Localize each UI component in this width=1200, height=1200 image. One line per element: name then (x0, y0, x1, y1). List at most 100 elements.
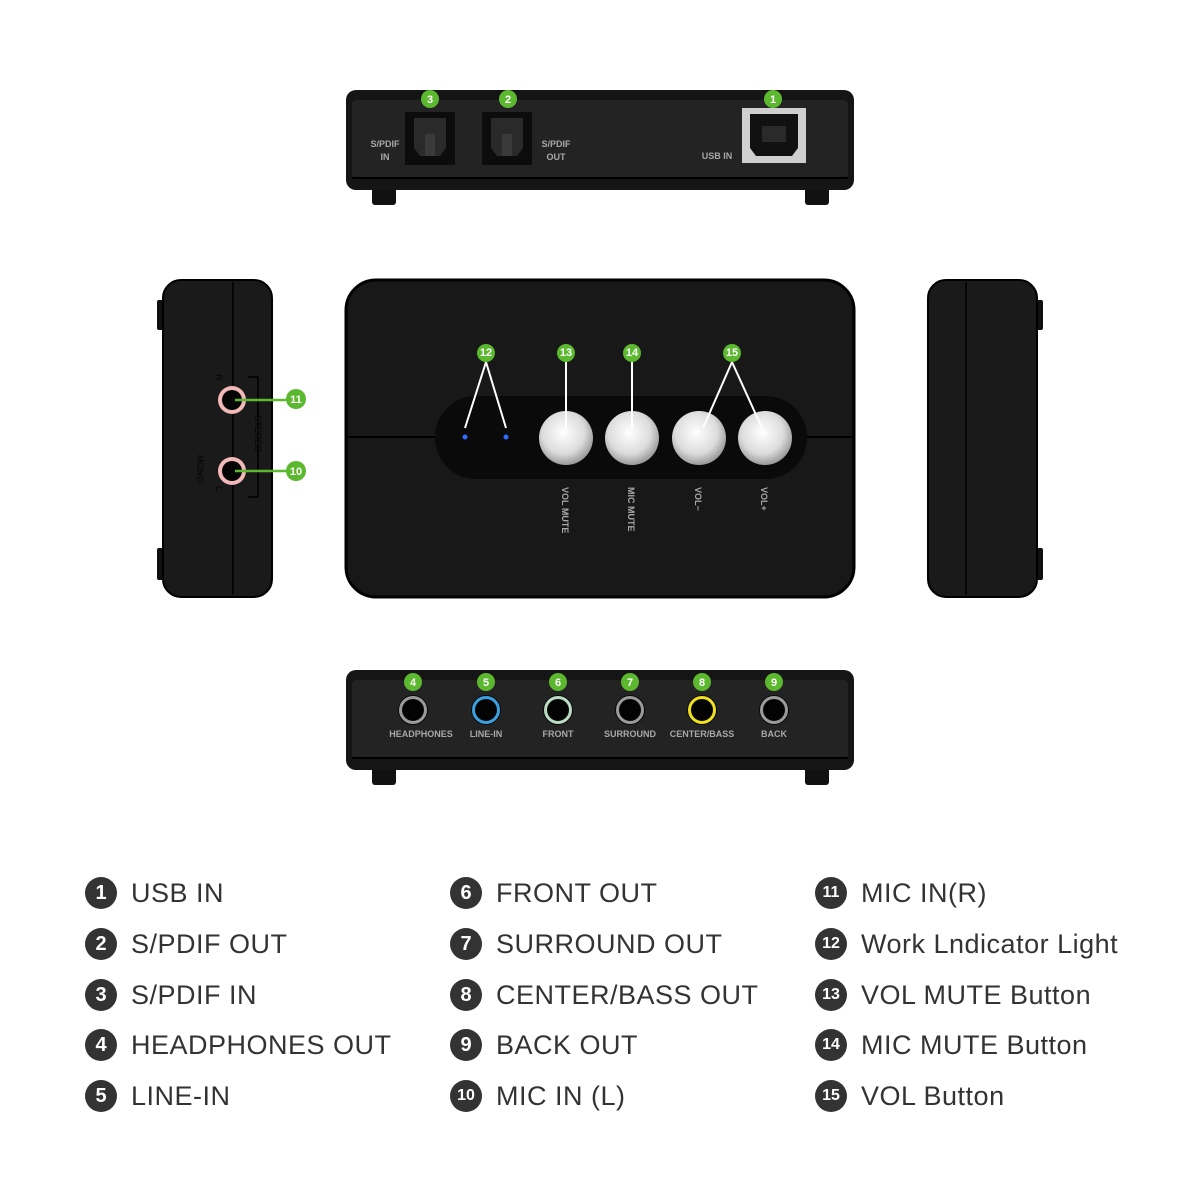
legend-text: MIC MUTE Button (861, 1029, 1088, 1060)
badge-number: 4 (410, 677, 417, 689)
mic-in-r-jack (222, 390, 242, 410)
usb-in-port (742, 108, 806, 163)
legend-text: Work Lndicator Light (861, 928, 1119, 959)
badge-number: 5 (483, 677, 489, 689)
legend-item: 3 S/PDIF IN (85, 975, 257, 1015)
jack-label: FRONT (543, 729, 574, 739)
jack-back: 9 BACK (759, 673, 789, 739)
legend-item: 5 LINE-IN (85, 1076, 231, 1116)
legend-item: 15 VOL Button (815, 1076, 1005, 1116)
legend-number: 9 (450, 1029, 482, 1061)
r-label: R (214, 374, 224, 381)
jack-label: BACK (761, 729, 787, 739)
badge-8 (693, 673, 711, 691)
legend-text: MIC IN (L) (496, 1080, 626, 1111)
legend-number: 4 (85, 1029, 117, 1061)
badge-15: 15 (723, 344, 741, 362)
legend-number: 5 (85, 1080, 117, 1112)
badge-7 (621, 673, 639, 691)
l-label: L (214, 486, 224, 492)
legend-number: 10 (450, 1080, 482, 1112)
stereo-label: STEREO (253, 415, 263, 452)
badge-number: 9 (771, 677, 777, 689)
badge-13: 13 (557, 344, 575, 362)
legend-number: 3 (85, 979, 117, 1011)
legend-number: 6 (450, 877, 482, 909)
mic-mute-label: MIC MUTE (626, 487, 636, 532)
svg-text:14: 14 (626, 347, 639, 359)
svg-text:11: 11 (290, 394, 302, 406)
legend-item: 6 FRONT OUT (450, 873, 658, 913)
device-diagram: S/PDIF IN S/PDIF OUT USB IN 3 2 1 VOL MU… (157, 90, 1043, 785)
legend-number: 1 (85, 877, 117, 909)
badge-number: 8 (699, 677, 705, 689)
indicator-led-1 (462, 434, 468, 440)
badge-6 (549, 673, 567, 691)
legend-number: 13 (815, 979, 847, 1011)
spdif-in-label-2: IN (381, 152, 390, 162)
rear-panel: S/PDIF IN S/PDIF OUT USB IN 3 2 1 (346, 90, 854, 205)
jack-headphones: 4 HEADPHONES (389, 673, 453, 739)
badge-1: 1 (764, 90, 782, 108)
vol-down-button[interactable] (672, 411, 726, 465)
legend-number: 8 (450, 979, 482, 1011)
indicator-led-2 (503, 434, 509, 440)
legend-item: 8 CENTER/BASS OUT (450, 975, 759, 1015)
jack-center-bass: 8 CENTER/BASS (670, 673, 735, 739)
jack-front: 6 FRONT (543, 673, 574, 739)
mic-in-l-jack (222, 461, 242, 481)
left-side-panel: R L MONO STEREO 11 10 (157, 279, 306, 598)
legend-number: 15 (815, 1080, 847, 1112)
jack-surround: 7 SURROUND (604, 673, 656, 739)
badge-12: 12 (477, 344, 495, 362)
vol-up-label: VOL+ (759, 487, 769, 511)
jack-label: HEADPHONES (389, 729, 453, 739)
legend-text: HEADPHONES OUT (131, 1029, 392, 1060)
badge-2: 2 (499, 90, 517, 108)
svg-text:2: 2 (505, 94, 511, 106)
vol-mute-button[interactable] (539, 411, 593, 465)
jack-label: LINE-IN (470, 729, 503, 739)
legend-text: BACK OUT (496, 1029, 639, 1060)
spdif-in-label: S/PDIF (370, 139, 400, 149)
legend-item: 10 MIC IN (L) (450, 1076, 626, 1116)
svg-text:1: 1 (770, 94, 776, 106)
badge-5 (477, 673, 495, 691)
front-jack-panel: 4 HEADPHONES 5 LINE-IN 6 FRONT 7 SURROUN… (346, 670, 854, 785)
badge-10: 10 (286, 461, 306, 481)
mic-mute-button[interactable] (605, 411, 659, 465)
legend-item: 1 USB IN (85, 873, 224, 913)
legend-text: VOL MUTE Button (861, 979, 1092, 1010)
legend-text: CENTER/BASS OUT (496, 979, 759, 1010)
svg-text:10: 10 (290, 466, 302, 478)
legend-text: USB IN (131, 877, 225, 908)
svg-text:15: 15 (726, 347, 738, 359)
badge-number: 7 (627, 677, 633, 689)
spdif-out-label: S/PDIF (541, 139, 571, 149)
legend-text: SURROUND OUT (496, 928, 723, 959)
legend-text: VOL Button (861, 1080, 1005, 1111)
usb-in-label: USB IN (702, 151, 733, 161)
top-face: VOL MUTE MIC MUTE VOL− VOL+ 12 13 14 15 (344, 278, 856, 599)
legend-text: S/PDIF OUT (131, 928, 288, 959)
svg-text:12: 12 (480, 347, 492, 359)
legend-text: S/PDIF IN (131, 979, 258, 1010)
legend-item: 9 BACK OUT (450, 1025, 638, 1065)
spdif-out-label-2: OUT (547, 152, 567, 162)
legend-item: 13 VOL MUTE Button (815, 975, 1091, 1015)
spdif-out-port (482, 112, 532, 165)
jack-line-in: 5 LINE-IN (470, 673, 503, 739)
badge-11: 11 (286, 389, 306, 409)
legend-text: FRONT OUT (496, 877, 658, 908)
legend-number: 12 (815, 928, 847, 960)
legend-text: LINE-IN (131, 1080, 231, 1111)
badge-number: 6 (555, 677, 561, 689)
vol-down-label: VOL− (693, 487, 703, 511)
jack-label: CENTER/BASS (670, 729, 735, 739)
vol-up-button[interactable] (738, 411, 792, 465)
right-side-panel (927, 279, 1043, 598)
legend-number: 2 (85, 928, 117, 960)
svg-text:13: 13 (560, 347, 572, 359)
